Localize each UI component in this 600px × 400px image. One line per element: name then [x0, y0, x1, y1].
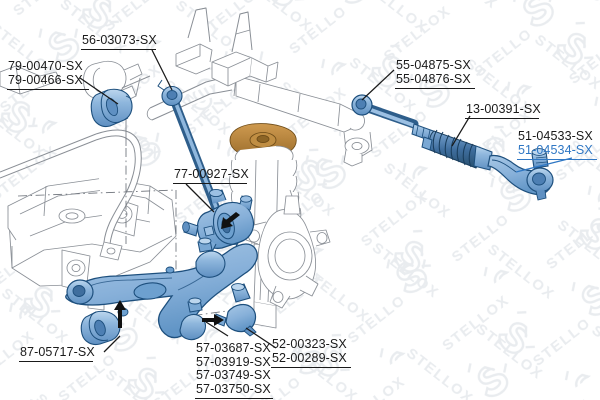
label-line: 87-05717-SX	[20, 345, 95, 359]
leader-13-00391	[451, 115, 471, 147]
label-51-04533: 51-04533-SX 51-04534-SX	[518, 129, 593, 157]
label-line: 51-04533-SX	[518, 129, 593, 143]
label-underline-highlighted	[517, 159, 597, 160]
label-underline	[271, 367, 351, 368]
steering-knuckle	[245, 189, 331, 309]
label-line: 57-03687-SX	[196, 341, 271, 355]
label-line: 52-00289-SX	[272, 350, 347, 365]
part-control-arm-bushing	[80, 310, 121, 346]
label-line: 57-03750-SX	[196, 382, 271, 397]
label-underline	[19, 361, 93, 362]
label-line: 57-03919-SX	[196, 354, 271, 369]
leader-lines	[79, 49, 573, 353]
label-line-highlighted: 51-04534-SX	[518, 142, 593, 157]
leader-51-04533	[515, 157, 573, 173]
label-87-05717: 87-05717-SX	[20, 345, 95, 360]
label-52-00323: 52-00323-SX 52-00289-SX	[272, 337, 347, 365]
label-57-03687: 57-03687-SX 57-03919-SX 57-03749-SX 57-0…	[196, 341, 271, 397]
leader-56-03073	[151, 49, 173, 91]
arrow-bush-to-boss	[221, 212, 240, 229]
part-steering-boot	[421, 129, 493, 171]
label-line: 52-00323-SX	[272, 337, 347, 351]
label-line: 79-00470-SX	[8, 59, 83, 73]
stabilizer-bar	[0, 129, 142, 261]
arrow-balljoint-to-arm	[202, 314, 224, 326]
label-underline	[81, 49, 156, 50]
label-underline	[395, 88, 475, 89]
label-line: 13-00391-SX	[466, 102, 541, 116]
label-underline	[7, 89, 89, 90]
part-lower-control-arm	[65, 225, 258, 341]
label-13-00391: 13-00391-SX	[466, 102, 541, 117]
part-outer-tie-rod-end	[487, 148, 554, 201]
label-55-04875: 55-04875-SX 55-04876-SX	[396, 58, 471, 86]
label-line: 77-00927-SX	[174, 167, 249, 181]
leader-52-00323	[245, 327, 277, 349]
label-underline	[173, 183, 247, 184]
label-underline	[195, 398, 273, 399]
context-outlines	[0, 7, 373, 329]
leader-79-00470	[79, 77, 119, 105]
label-79-00470: 79-00470-SX 79-00466-SX	[8, 59, 83, 87]
leader-87-05717	[103, 335, 121, 353]
leader-77-00927	[185, 183, 215, 213]
label-line: 55-04875-SX	[396, 58, 471, 72]
label-line: 57-03749-SX	[196, 368, 271, 383]
leader-57-03687	[205, 321, 229, 337]
part-hydro-bushing	[182, 188, 255, 253]
label-line: 55-04876-SX	[396, 71, 471, 86]
label-line: 79-00466-SX	[8, 72, 83, 87]
left-tie-rod-context	[0, 65, 61, 95]
label-line: 56-03073-SX	[82, 33, 157, 47]
arrow-bushing-to-arm	[114, 300, 126, 328]
assembly-arrows	[114, 212, 240, 328]
label-56-03073: 56-03073-SX	[82, 33, 157, 48]
label-underline	[465, 118, 539, 119]
label-77-00927: 77-00927-SX	[174, 167, 249, 182]
leader-55-04875	[361, 69, 395, 101]
